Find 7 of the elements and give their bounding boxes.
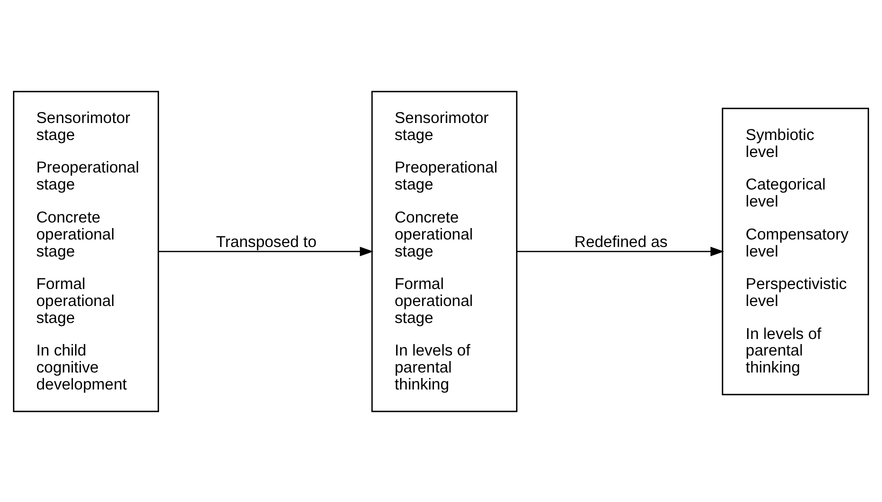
arrow: [516, 246, 724, 256]
node-box: Sensorimotor stage Preoperational stage Concrete operational stage Formal operational stage In levels of parental thinking: [371, 90, 518, 412]
edge-label: Transposed to: [216, 234, 317, 251]
arrow: [158, 246, 374, 256]
edge-label: Redefined as: [574, 234, 668, 251]
node-box: Symbiotic level Categorical level Compensatory level Perspectivistic level In levels of parental thinking: [722, 107, 870, 395]
node-box: Sensorimotor stage Preoperational stage Concrete operational stage Formal operational stage In child cognitive development: [12, 90, 160, 412]
